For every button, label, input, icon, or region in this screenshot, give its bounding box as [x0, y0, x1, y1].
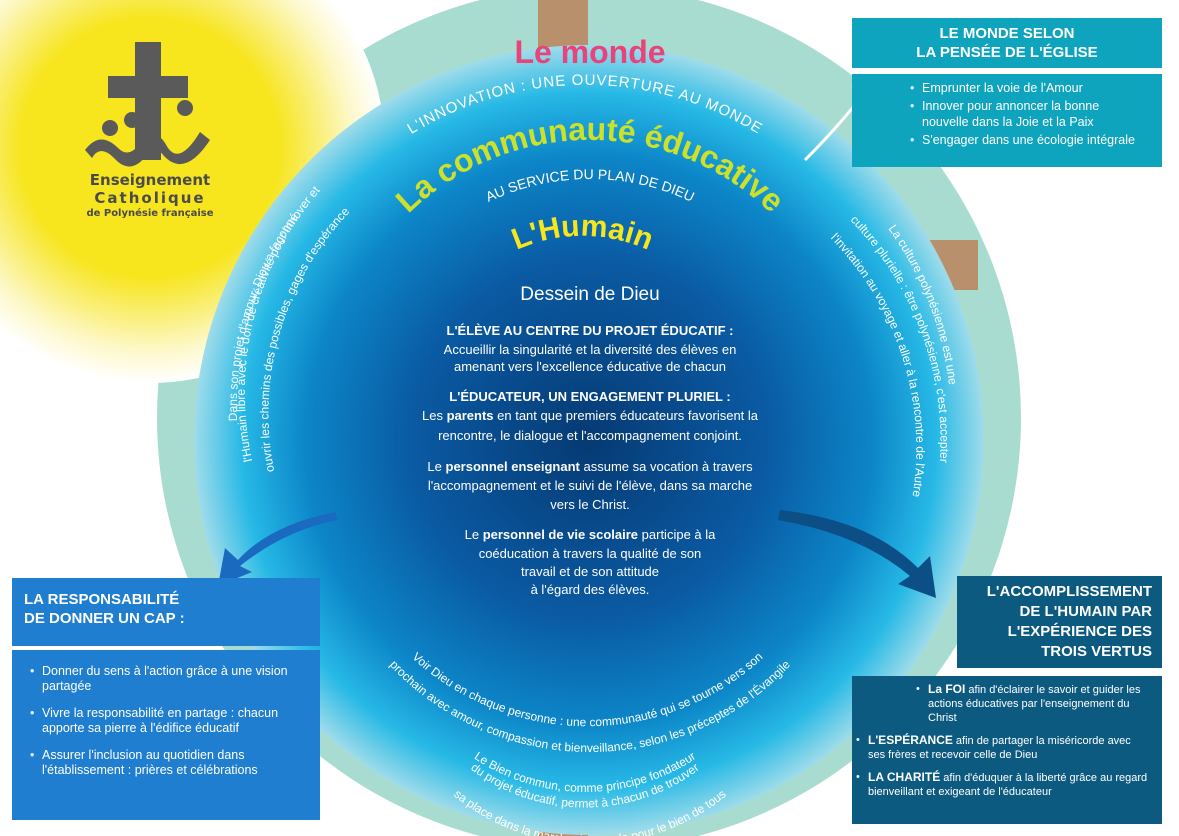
personnel-post: assume sa vocation à travers [579, 459, 753, 474]
inner-circle [194, 45, 984, 835]
parents-bold: parents [446, 408, 494, 423]
parents-line-2: rencontre, le dialogue et l'accompagneme… [438, 428, 742, 443]
title-le-monde: Le monde [514, 34, 666, 70]
box-accomplissement-title-4: TROIS VERTUS [1041, 643, 1152, 660]
vie-post: participe à la [638, 527, 716, 542]
eleve-line-2: amenant vers l'excellence éducative de c… [453, 359, 727, 374]
vertu-charite-text: afin d'éduquer à la liberté grâce au reg… [868, 772, 1148, 798]
list-item: S'engager dans une écologie intégrale [910, 132, 1148, 148]
list-item: Vivre la responsabilité en partage : cha… [30, 706, 308, 736]
list-item: Emprunter la voie de l'Amour [910, 80, 1148, 96]
dessein-de-dieu: Dessein de Dieu [520, 284, 660, 305]
vie-line-1: Le personnel de vie scolaire participe à… [380, 527, 800, 542]
vie-bold: personnel de vie scolaire [482, 527, 639, 542]
box-responsabilite-title-2: DE DONNER UN CAP : [24, 610, 185, 627]
box-monde-eglise-title-1: LE MONDE SELON [939, 25, 1075, 42]
logo-line-2: Catholique [94, 189, 206, 207]
list-item: LA CHARITÉ afin d'éduquer à la liberté g… [856, 770, 1150, 799]
box-accomplissement-title-2: DE L'HUMAIN PAR [1019, 603, 1152, 620]
vie-line-2: coéducation à travers la qualité de son [478, 546, 702, 561]
personnel-line-1: Le personnel enseignant assume sa vocati… [380, 459, 800, 474]
personnel-line-2: l'accompagnement et le suivi de l'élève,… [427, 478, 753, 493]
box-accomplissement: L'ACCOMPLISSEMENT DE L'HUMAIN PAR L'EXPÉ… [957, 576, 1162, 668]
personnel-line-3: vers le Christ. [550, 497, 630, 512]
box-vertus-body: La FOI afin d'éclairer le savoir et guid… [852, 676, 1162, 824]
box-responsabilite-header: LA RESPONSABILITÉ DE DONNER UN CAP : [12, 578, 320, 646]
eleve-line-1: Accueillir la singularité et la diversit… [443, 342, 737, 357]
box-accomplissement-title-1: L'ACCOMPLISSEMENT [986, 583, 1152, 600]
personnel-bold: personnel enseignant [445, 459, 580, 474]
eleve-title: L'ÉLÈVE AU CENTRE DU PROJET ÉDUCATIF : [446, 323, 734, 338]
vertu-esperance-text: afin de partager la miséricorde avec ses… [868, 735, 1131, 761]
list-item: Assurer l'inclusion au quotidien dans l'… [30, 748, 308, 778]
box-responsabilite-body: Donner du sens à l'action grâce à une vi… [12, 650, 320, 820]
right-curve-arrow-icon [778, 510, 936, 598]
vertu-foi-text: afin d'éclairer le savoir et guider les … [928, 684, 1141, 724]
box-monde-eglise-title-2: LA PENSÉE DE L'ÉGLISE [916, 44, 1098, 61]
logo-icon [85, 42, 210, 167]
box-monde-eglise-header: LE MONDE SELON LA PENSÉE DE L'ÉGLISE [852, 18, 1162, 68]
parents-post: en tant que premiers éducateurs favorise… [493, 408, 759, 423]
educateur-title: L'ÉDUCATEUR, UN ENGAGEMENT PLURIEL : [449, 389, 731, 404]
list-item: L'ESPÉRANCE afin de partager la misérico… [856, 733, 1150, 762]
vie-line-4: à l'égard des élèves. [530, 582, 650, 597]
box-responsabilite: LA RESPONSABILITÉ DE DONNER UN CAP : Don… [12, 578, 320, 820]
vie-pre: Le [464, 527, 483, 542]
vertu-esperance-label: L'ESPÉRANCE [868, 733, 953, 747]
box-accomplissement-title-3: L'EXPÉRIENCE DES [1007, 623, 1152, 640]
list-item: La FOI afin d'éclairer le savoir et guid… [916, 682, 1150, 725]
box-monde-eglise: LE MONDE SELON LA PENSÉE DE L'ÉGLISE Emp… [852, 18, 1162, 167]
list-item: Donner du sens à l'action grâce à une vi… [30, 664, 308, 694]
box-responsabilite-title-1: LA RESPONSABILITÉ [24, 591, 180, 608]
logo-line-1: Enseignement [89, 171, 211, 189]
vie-line-3: travail et de son attitude [520, 564, 660, 579]
vertu-foi-label: La FOI [928, 682, 966, 696]
box-monde-eglise-body: Emprunter la voie de l'Amour Innover pou… [852, 74, 1162, 167]
vertu-charite-label: LA CHARITÉ [868, 770, 941, 784]
parents-pre: Les [421, 408, 447, 423]
parents-line-1: Les parents en tant que premiers éducate… [380, 408, 800, 423]
box-accomplissement-header: L'ACCOMPLISSEMENT DE L'HUMAIN PAR L'EXPÉ… [957, 576, 1162, 668]
personnel-pre: Le [427, 459, 446, 474]
list-item: Innover pour annoncer la bonne nouvelle … [910, 98, 1148, 130]
logo-line-3: de Polynésie française [86, 208, 214, 219]
